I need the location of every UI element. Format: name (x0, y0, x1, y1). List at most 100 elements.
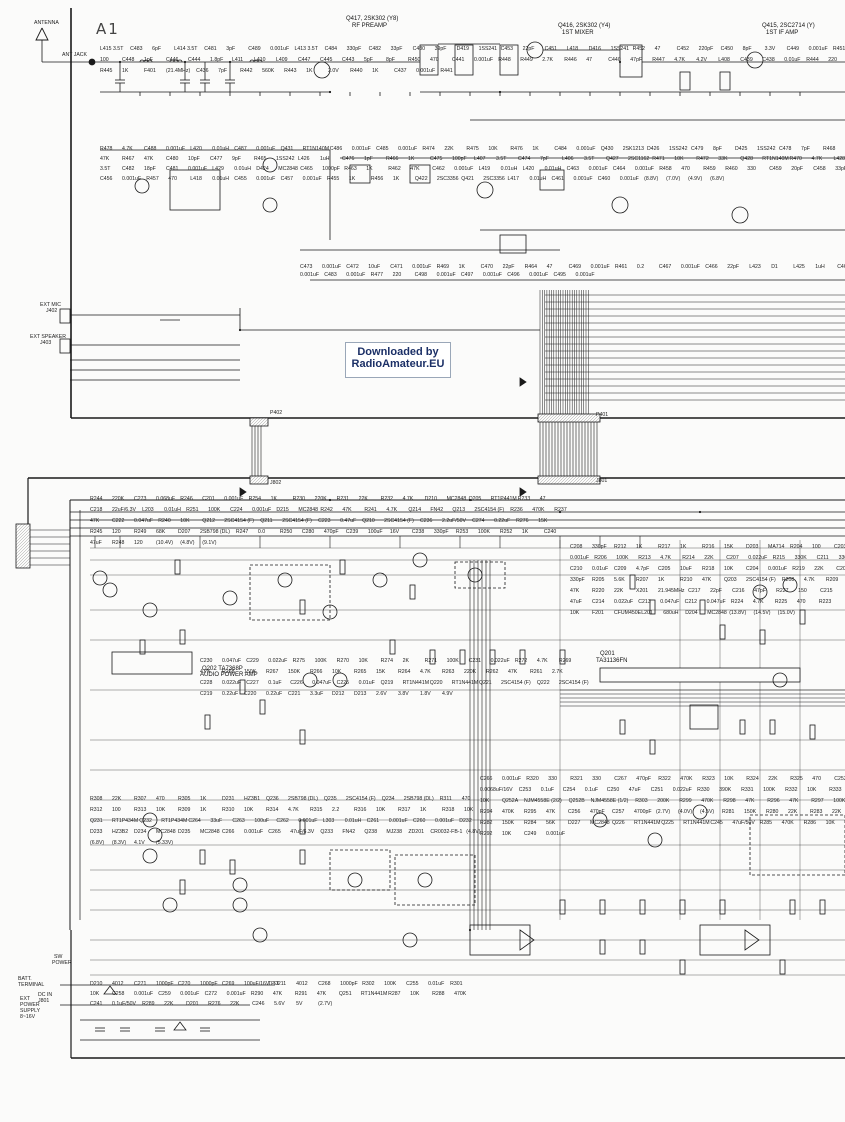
af-upper-label: 220K (112, 496, 125, 502)
p402-label: P402 (270, 410, 282, 416)
rf-mid-label: C484 (554, 146, 567, 152)
power-label-4: 8~16V (20, 1014, 36, 1020)
af-bottom-label: R296 (767, 798, 780, 804)
af-upper-label: D207 (178, 529, 191, 535)
rf-top-label: 22pF (523, 46, 535, 52)
resistor-symbol (459, 649, 466, 665)
af-low-label: 0.01uH (345, 818, 362, 824)
power-label: C255 (406, 981, 419, 987)
rf-mid-label: 1K (393, 176, 400, 182)
rf-top-label: C480 (413, 46, 426, 52)
af-low-label: FN42 (342, 829, 355, 835)
af-low-label: R317 (398, 807, 411, 813)
af-low-label: 2SC4154 (F) (346, 796, 376, 802)
rf-mid-label: C458 (813, 166, 826, 172)
af-upper-label: 100K (208, 507, 221, 513)
rf-top-label: (21.4MHz) (166, 68, 190, 74)
rf-mid-label: R474 (422, 146, 435, 152)
af-low-label: MC2848 (156, 829, 176, 835)
af-right-label: 0.047uF (707, 599, 726, 605)
af-low-label: R315 (310, 807, 323, 813)
af-mid-label: R265 (354, 669, 367, 675)
rf-mid-label: 1SS242 (276, 156, 295, 162)
antenna-symbol (35, 27, 49, 41)
af-upper-label: 2SC4154 (F) (282, 518, 312, 524)
af-bottom-label: R321 (570, 776, 583, 782)
rf-top-label: L415 3.5T (100, 46, 124, 52)
rf-mid-label: 33K (718, 156, 728, 162)
af-mid-label: 4.7K (420, 669, 431, 675)
rf-top-label: 2.7K (542, 57, 553, 63)
rf-mid-label: 3.5T (496, 156, 507, 162)
af-bottom-label: C266 (480, 776, 493, 782)
af-mid-label: 15K (376, 669, 386, 675)
af-upper-label: R248 (112, 540, 125, 546)
af-bottom-label: R281 (722, 809, 735, 815)
rf-mid-label: 0.001uF (398, 146, 417, 152)
rf-top-label: 0.01uF (784, 57, 800, 63)
rf-mid-label: 10K (674, 156, 684, 162)
af-right-label: C216 (732, 588, 745, 594)
rf-preamp-transistor (313, 61, 331, 79)
af-right-label: R216 (702, 544, 715, 550)
rf-mid-label: 0.001uF (352, 146, 371, 152)
transistor-symbol (647, 832, 663, 848)
af-mid-label: D212 (332, 691, 345, 697)
power-label: (2.7V) (318, 1001, 332, 1007)
af-right-label: C213 (638, 599, 651, 605)
resistor-symbol (299, 729, 306, 745)
resistor-symbol (819, 899, 826, 915)
rf-top-label: R445 (100, 68, 113, 74)
af-mid-label: 0.01uF (359, 680, 375, 686)
af-mid-label: R270 (337, 658, 350, 664)
resistor-symbol (719, 899, 726, 915)
af-mid-label: 10K (332, 669, 342, 675)
af-bottom-label: (4.5V) (700, 809, 714, 815)
mixer-transistor (526, 41, 544, 59)
crystal-filter-f401b (719, 71, 731, 91)
af-mid-label: Q219 (381, 680, 394, 686)
rf-mid-label: (6.8V) (710, 176, 724, 182)
rf-top-label: C489 (248, 46, 261, 52)
rf-mid-label: 0.01uH (234, 166, 251, 172)
rf-top-label: R447 (652, 57, 665, 63)
af-low-label: R318 (442, 807, 455, 813)
junction-dot (238, 328, 242, 332)
af-bottom-label: 4700pF (634, 809, 652, 815)
af-right-label: C206 (836, 566, 845, 572)
rf-top-label: 47 (586, 57, 592, 63)
af-mid-label: 10K (359, 658, 369, 664)
rf-low-label: 0.001uF (591, 264, 610, 270)
af-low-label: (6.8V) (90, 840, 104, 846)
af-mid-label: 0.047uF (222, 658, 241, 664)
af-right-label: R219 (792, 566, 805, 572)
af-bottom-label: 0.1uF (541, 787, 554, 793)
rf-mid-label: 22K (444, 146, 454, 152)
af-upper-label: C280 (302, 529, 315, 535)
af-low-label: MJ238 (386, 829, 402, 835)
af-bottom-label: 22K (832, 809, 842, 815)
rf-mid-label: C485 (376, 146, 389, 152)
power-label: 22K (164, 1001, 174, 1007)
rf-mid-label: 0.01uH (212, 176, 229, 182)
af-low-label: 10K (464, 807, 474, 813)
rf-mid-label: 0.01uH (212, 146, 229, 152)
af-mid-label: R274 (381, 658, 394, 664)
af-bottom-label: 470pF (636, 776, 651, 782)
j801-label: J801 (596, 478, 607, 484)
rf-top-label: C483 (130, 46, 143, 52)
af-upper-label: 0.22uF (494, 518, 510, 524)
rf-mid-label: R466 (386, 156, 399, 162)
rf-mid-label: R462 (388, 166, 401, 172)
l423-block (499, 234, 527, 254)
rf-low-label: 47 (547, 264, 553, 270)
af-right-label: C212 (685, 599, 698, 605)
af-right-label: C210 (570, 566, 583, 572)
af-bottom-label: C256 (568, 809, 581, 815)
rf-mid-label: Q421 (461, 176, 474, 182)
af-right-label: 1K (658, 577, 665, 583)
af-low-label: 1K (200, 807, 207, 813)
af-upper-label: 22uF/6.3V (112, 507, 136, 513)
transistor-symbol (782, 577, 798, 593)
dashed-block (329, 849, 391, 891)
